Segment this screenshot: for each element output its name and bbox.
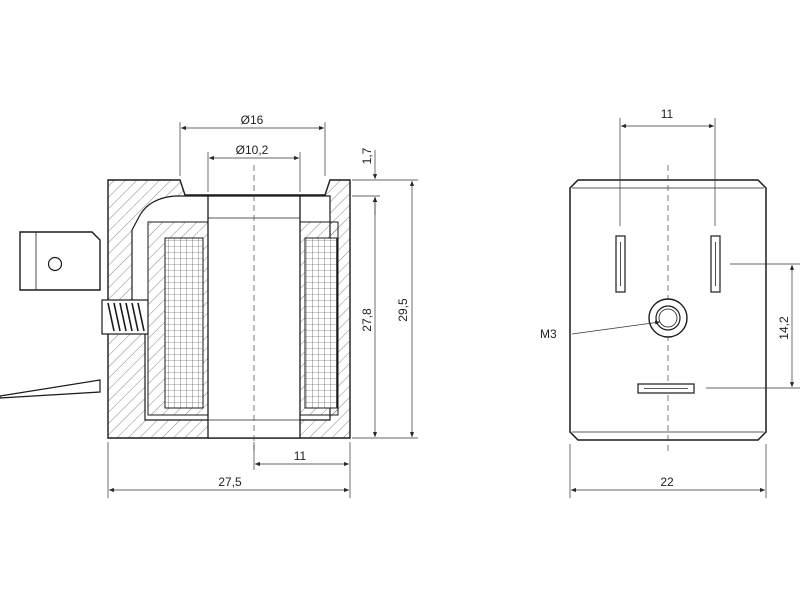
pin-right <box>710 235 721 293</box>
dim-half-width <box>253 442 351 498</box>
coil-winding-right <box>304 237 338 409</box>
side-section-view: Ø16 Ø10,2 1,7 27,8 29,5 <box>0 113 418 498</box>
ground-screw <box>101 299 149 335</box>
coil-winding-left <box>164 237 204 409</box>
label-inner-height: 27,8 <box>360 308 374 332</box>
dim-total-width <box>107 442 349 498</box>
dim-front-width <box>569 444 767 498</box>
flat-lead <box>0 379 101 399</box>
dim-vertical-offset <box>706 263 800 389</box>
label-pin-spacing: 11 <box>661 107 674 121</box>
label-total-width: 27,5 <box>218 475 242 489</box>
label-inner-diameter: Ø10,2 <box>236 143 269 157</box>
front-view: M3 11 14,2 22 <box>540 107 800 498</box>
label-outer-diameter: Ø16 <box>241 113 264 127</box>
label-top-offset: 1,7 <box>360 147 374 164</box>
label-front-width: 22 <box>660 475 674 489</box>
label-thread: M3 <box>540 327 557 341</box>
dim-outer-diameter <box>179 122 326 176</box>
label-total-height: 29,5 <box>396 298 410 322</box>
pin-ground <box>637 383 695 394</box>
dim-inner-diameter <box>207 152 301 192</box>
m3-screw-hole <box>648 298 688 338</box>
label-half-width: 11 <box>294 449 307 463</box>
pin-left <box>615 235 626 293</box>
dim-inner-height <box>352 197 418 439</box>
spade-terminal <box>19 231 101 291</box>
dim-pin-spacing <box>619 118 716 226</box>
label-vertical-offset: 14,2 <box>777 316 791 340</box>
